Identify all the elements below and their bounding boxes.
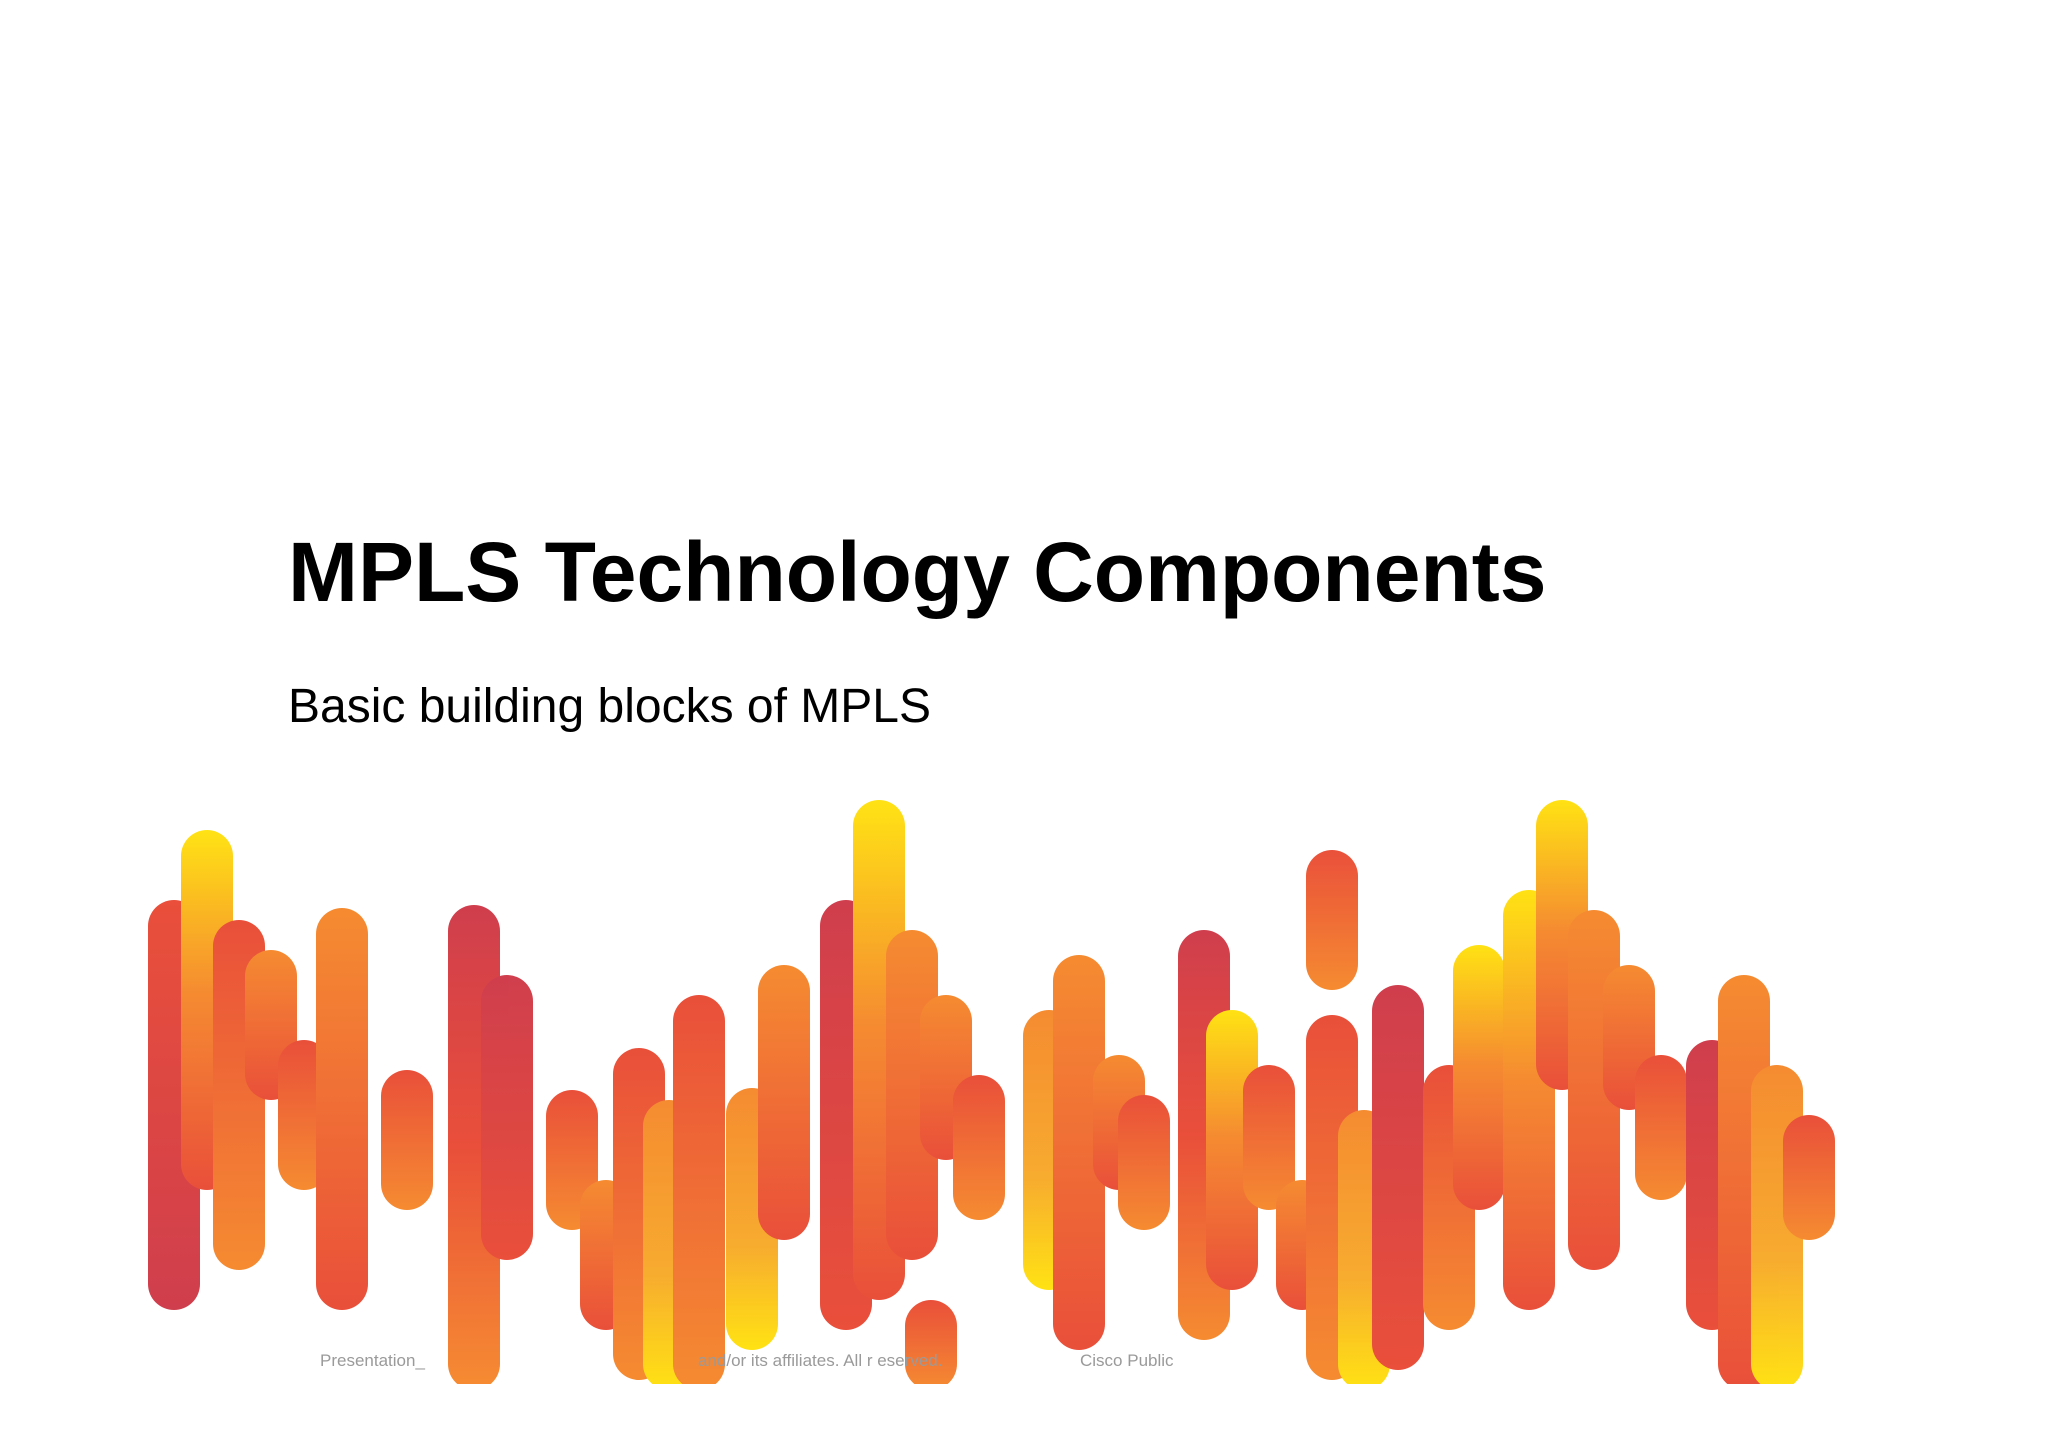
footer-copyright: and/or its affiliates. All r eserved. — [698, 1351, 943, 1370]
footer-classification: Cisco Public — [1080, 1351, 1174, 1370]
decorative-bar — [1372, 985, 1424, 1370]
decorative-bar — [1453, 945, 1505, 1210]
footer-presentation-id: Presentation_ — [320, 1351, 425, 1370]
decorative-bar — [953, 1075, 1005, 1220]
decorative-bar — [1306, 850, 1358, 990]
decorative-bar — [1635, 1055, 1687, 1200]
slide-title: MPLS Technology Components — [288, 525, 1547, 619]
slide-subtitle: Basic building blocks of MPLS — [288, 680, 931, 733]
decorative-bar — [1243, 1065, 1295, 1210]
decorative-bar — [673, 995, 725, 1384]
decorative-bar — [1206, 1010, 1258, 1290]
decorative-bar — [316, 908, 368, 1310]
decorative-bar — [758, 965, 810, 1240]
decorative-bars-graphic — [148, 800, 1835, 1384]
decorative-bar — [1783, 1115, 1835, 1240]
decorative-bar — [381, 1070, 433, 1210]
decorative-bar — [905, 1300, 957, 1384]
footer-area — [148, 1384, 1908, 1447]
decorative-bar — [481, 975, 533, 1260]
decorative-bar — [1053, 955, 1105, 1350]
decorative-bar — [1118, 1095, 1170, 1230]
